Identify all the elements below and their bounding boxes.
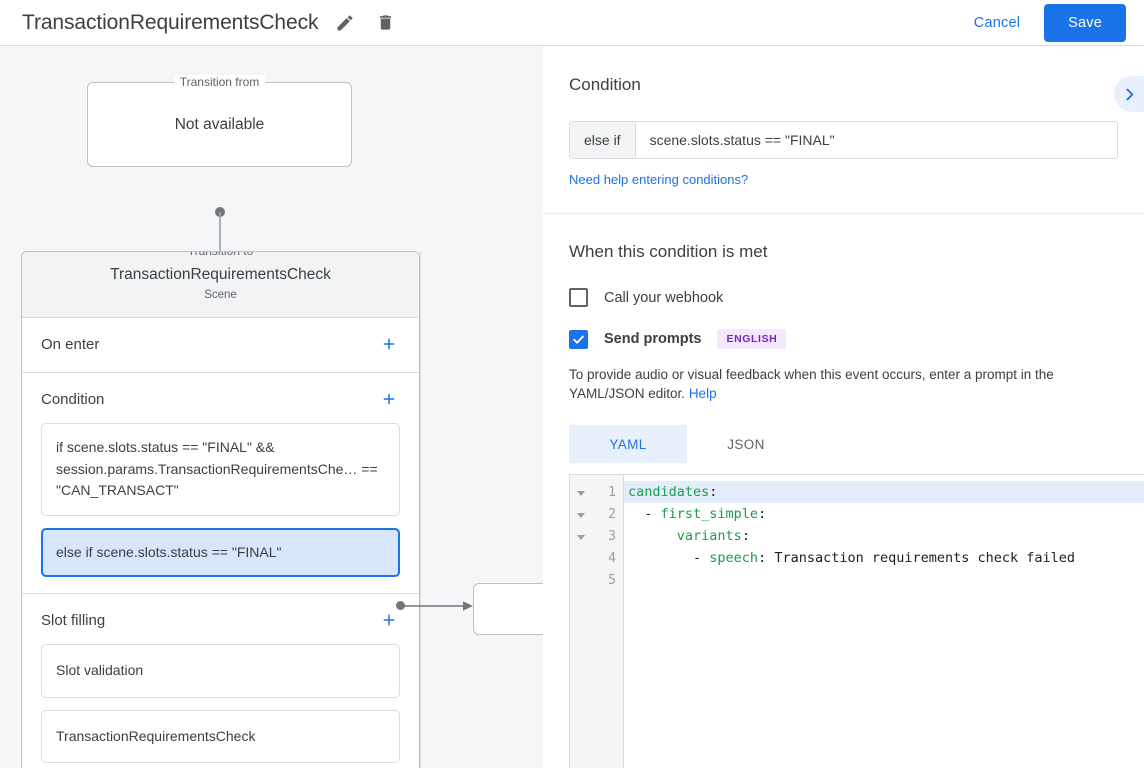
- editor-code-line: - first_simple:: [628, 506, 767, 522]
- condition-item[interactable]: if scene.slots.status == "FINAL" && sess…: [41, 423, 400, 516]
- panel-divider: [543, 213, 1144, 214]
- call-webhook-label: Call your webhook: [604, 289, 724, 306]
- send-prompts-checkbox[interactable]: [569, 329, 588, 349]
- next-node-card[interactable]: [473, 583, 543, 635]
- fold-caret-icon[interactable]: [576, 509, 586, 519]
- section-condition-title: Condition: [41, 390, 105, 408]
- condition-output-arrow: [403, 597, 475, 615]
- scene-type: Scene: [204, 289, 237, 301]
- panel-when-met-section: When this condition is met Call your web…: [543, 214, 1144, 487]
- condition-prefix-label: else if: [570, 122, 636, 158]
- fold-caret-icon[interactable]: [576, 531, 586, 541]
- page-title: TransactionRequirementsCheck: [22, 10, 319, 34]
- editor-line-number: 1: [570, 481, 623, 503]
- call-webhook-checkbox[interactable]: [569, 288, 588, 307]
- scene-name: TransactionRequirementsCheck: [110, 266, 331, 283]
- trash-icon[interactable]: [374, 12, 396, 34]
- save-button[interactable]: Save: [1044, 3, 1126, 42]
- section-slot-filling-head: Slot filling: [41, 608, 400, 632]
- flow-canvas: Transition from Not available Transition…: [0, 47, 543, 768]
- slot-validation-item[interactable]: Slot validation: [41, 644, 400, 698]
- condition-expression-input[interactable]: [635, 122, 1117, 158]
- editor-code-line: variants:: [676, 528, 750, 544]
- condition-help-link[interactable]: Need help entering conditions?: [569, 172, 749, 187]
- section-on-enter-title: On enter: [41, 335, 100, 353]
- editor-code-line: [624, 569, 1144, 591]
- chevron-right-icon[interactable]: [1114, 76, 1144, 112]
- panel-condition-section: Condition else if Need help entering con…: [543, 47, 1144, 213]
- language-badge: ENGLISH: [717, 329, 787, 349]
- helper-text: To provide audio or visual feedback when…: [569, 367, 1054, 401]
- webhook-row: Call your webhook: [569, 288, 1118, 307]
- helper-help-link[interactable]: Help: [688, 386, 717, 401]
- header-icon-group: [334, 12, 396, 34]
- tab-yaml[interactable]: YAML: [569, 425, 687, 463]
- add-condition-button[interactable]: [378, 388, 400, 410]
- transition-from-card: Transition from Not available: [87, 75, 352, 167]
- fold-caret-icon[interactable]: [576, 487, 586, 497]
- slot-item[interactable]: TransactionRequirementsCheck: [41, 709, 400, 763]
- panel-when-met-title: When this condition is met: [569, 242, 768, 261]
- condition-input-row: else if: [569, 121, 1118, 159]
- section-slot-filling: Slot filling Slot validation Transaction…: [22, 594, 419, 768]
- condition-output-dot: [396, 601, 405, 610]
- editor-code-area[interactable]: candidates: - first_simple: variants: - …: [624, 475, 1144, 768]
- editor-line-number: 4: [608, 550, 616, 566]
- scene-header[interactable]: TransactionRequirementsCheck Scene: [22, 252, 419, 318]
- editor-line-number: 3: [570, 525, 623, 547]
- send-prompts-row: Send prompts ENGLISH: [569, 329, 1118, 349]
- tab-json[interactable]: JSON: [727, 436, 765, 452]
- editor-code-line: - speech: Transaction requirements check…: [628, 550, 1076, 566]
- cancel-button[interactable]: Cancel: [960, 7, 1034, 39]
- transition-from-value: Not available: [174, 115, 265, 133]
- editor-line-number: 5: [608, 572, 616, 588]
- transition-from-legend: Transition from: [173, 75, 266, 89]
- details-panel: Condition else if Need help entering con…: [543, 47, 1144, 768]
- add-slot-filling-button[interactable]: [378, 609, 400, 631]
- panel-condition-title: Condition: [569, 75, 641, 94]
- editor-code-line: candidates:: [624, 481, 1144, 503]
- pencil-icon[interactable]: [334, 12, 356, 34]
- section-condition-head: Condition: [41, 387, 400, 411]
- transition-to-card: Transition to TransactionRequirementsChe…: [21, 251, 420, 768]
- section-on-enter-head: On enter: [41, 332, 400, 356]
- canvas-rail: [420, 251, 421, 768]
- editor-line-number: 2: [570, 503, 623, 525]
- add-on-enter-button[interactable]: [378, 333, 400, 355]
- send-prompts-helper-text: To provide audio or visual feedback when…: [569, 365, 1118, 403]
- transition-to-legend: Transition to: [181, 252, 260, 258]
- top-header: TransactionRequirementsCheck Cancel Save: [0, 0, 1144, 46]
- send-prompts-label: Send prompts: [604, 331, 702, 347]
- section-slot-filling-title: Slot filling: [41, 611, 106, 629]
- condition-item-selected[interactable]: else if scene.slots.status == "FINAL": [41, 527, 400, 577]
- editor-tabs: YAML JSON: [569, 425, 1118, 463]
- section-condition: Condition if scene.slots.status == "FINA…: [22, 373, 419, 594]
- section-on-enter: On enter: [22, 318, 419, 373]
